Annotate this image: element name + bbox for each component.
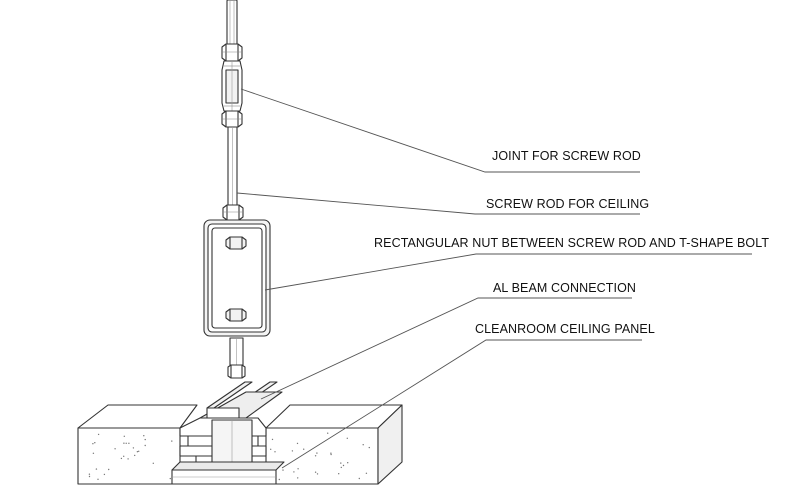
texture-dot — [347, 462, 349, 464]
texture-dot — [327, 432, 329, 434]
texture-dot — [92, 452, 95, 454]
panel-texture — [88, 432, 370, 481]
texture-dot — [274, 451, 276, 453]
label-al-beam-connection: AL BEAM CONNECTION — [493, 281, 637, 295]
texture-dot — [303, 448, 305, 450]
leader-lines — [236, 88, 752, 469]
texture-dot — [152, 462, 154, 464]
rod-lock-nut — [222, 204, 244, 221]
texture-dot — [134, 454, 136, 457]
texture-dot — [97, 433, 100, 436]
texture-dot — [316, 452, 318, 454]
texture-dot — [92, 443, 94, 445]
texture-dot — [97, 478, 99, 480]
texture-dot — [125, 442, 127, 444]
texture-dot — [127, 458, 129, 460]
texture-dot — [108, 468, 110, 471]
texture-dot — [362, 444, 364, 446]
leader-albeam — [260, 297, 632, 400]
texture-dot — [365, 472, 368, 474]
texture-dot — [282, 469, 284, 471]
texture-dot — [316, 473, 319, 475]
texture-dot — [297, 477, 299, 479]
joint-for-screw-rod — [221, 60, 243, 112]
cleanroom-ceiling-panel — [265, 404, 403, 485]
texture-dot — [314, 471, 317, 473]
texture-dot — [136, 451, 139, 453]
upper-joint-nut — [221, 43, 243, 62]
texture-dot — [144, 444, 146, 447]
texture-dot — [340, 462, 342, 464]
texture-dot — [123, 455, 125, 457]
lower-joint-nut — [221, 110, 243, 128]
label-cleanroom-ceiling-panel: CLEANROOM CEILING PANEL — [475, 322, 655, 336]
screw-rod-for-ceiling — [227, 126, 238, 206]
texture-dot — [271, 438, 274, 441]
al-beam-connection — [171, 381, 285, 485]
texture-dot — [340, 466, 342, 469]
label-rectangular-nut: RECTANGULAR NUT BETWEEN SCREW ROD AND T-… — [374, 236, 770, 250]
texture-dot — [114, 448, 116, 450]
label-screw-rod-for-ceiling: SCREW ROD FOR CEILING — [486, 197, 650, 211]
leader-rectnut — [264, 253, 752, 291]
texture-dot — [346, 437, 348, 439]
texture-dot — [342, 464, 345, 467]
leader-joint — [240, 88, 640, 173]
texture-dot — [358, 477, 360, 480]
texture-dot — [138, 450, 140, 452]
texture-dot — [314, 455, 317, 457]
texture-dot — [144, 438, 146, 441]
texture-dot — [88, 475, 91, 478]
texture-dot — [132, 447, 135, 449]
texture-dot — [330, 453, 332, 456]
texture-dot — [88, 473, 91, 475]
texture-dot — [297, 468, 299, 470]
texture-dot — [330, 452, 332, 454]
texture-dot — [296, 442, 299, 445]
texture-dot — [291, 450, 294, 452]
screw-rod-upper — [226, 0, 238, 47]
texture-dot — [103, 473, 106, 476]
texture-dot — [270, 448, 272, 450]
ceiling-panel-left — [77, 404, 198, 485]
leader-panel — [281, 339, 642, 469]
texture-dot — [94, 442, 96, 444]
leader-rod — [236, 192, 640, 215]
t-shape-bolt — [227, 337, 246, 379]
label-joint-for-screw-rod: JOINT FOR SCREW ROD — [492, 149, 641, 163]
texture-dot — [95, 468, 98, 470]
texture-dot — [338, 473, 340, 475]
texture-dot — [123, 442, 125, 444]
texture-dot — [123, 435, 126, 437]
texture-dot — [293, 471, 295, 473]
texture-dot — [278, 478, 280, 481]
texture-dot — [143, 435, 145, 437]
texture-dot — [128, 442, 130, 444]
rectangular-nut — [203, 219, 271, 337]
texture-dot — [169, 477, 171, 480]
texture-dot — [120, 457, 123, 460]
texture-dot — [171, 440, 173, 442]
texture-dot — [368, 446, 370, 449]
